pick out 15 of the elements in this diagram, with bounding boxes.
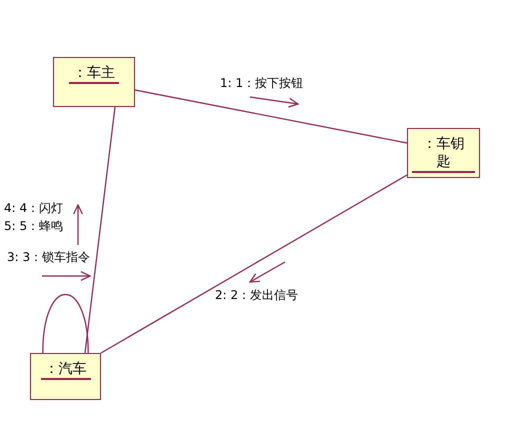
object-box [53,57,135,107]
object-name: ：汽车 [40,360,90,380]
association-line [84,106,116,354]
message-label: 3: 3：锁车指令 [7,250,90,265]
message-label: 4: 4：闪灯 [4,201,64,216]
object-name: ：车钥匙 [412,135,475,173]
association-line [100,174,408,354]
association-line [134,89,408,144]
message-label: 1: 1：按下按钮 [220,76,304,91]
message-label: 2: 2：发出信号 [215,288,298,303]
association-line [42,294,89,354]
object-box [407,128,480,178]
message-label: 5: 5：蜂鸣 [4,219,64,234]
object-box [30,353,101,400]
object-name: ：车主 [69,64,119,84]
